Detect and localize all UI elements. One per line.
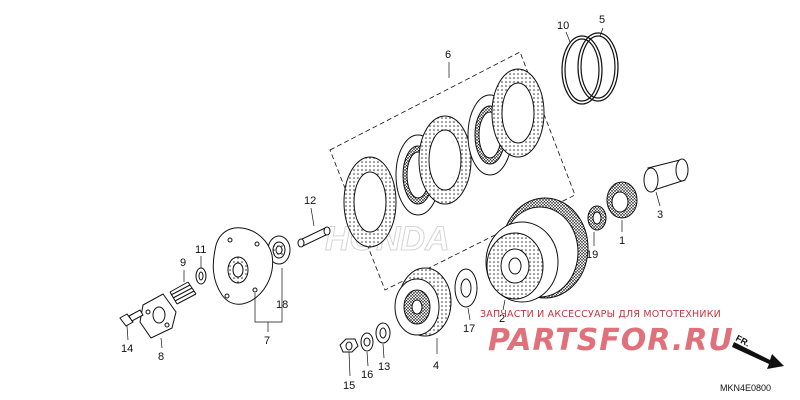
leader-line-12 [310, 207, 315, 227]
pressure-plate [212, 227, 274, 305]
callout-15: 15 [343, 380, 355, 392]
callout-4: 4 [433, 360, 439, 372]
drive-sprocket [606, 181, 638, 219]
callout-3: 3 [657, 209, 663, 221]
thrust-washer [454, 268, 478, 308]
callout-8: 8 [158, 351, 164, 363]
clutch-center [394, 267, 452, 337]
callout-12: 12 [304, 195, 316, 207]
callout-19: 19 [586, 249, 598, 261]
callout-14: 14 [121, 343, 133, 355]
clutch-plates [343, 68, 545, 248]
callout-10: 10 [557, 20, 569, 32]
lifter-rod [297, 226, 331, 248]
clutch-outer [485, 197, 589, 303]
callout-2: 2 [499, 313, 505, 325]
spring-washer [195, 267, 207, 285]
shop-logo: PARTSFOR.RU [488, 323, 734, 358]
callout-6: 6 [445, 49, 451, 61]
lifter-plate [139, 293, 177, 339]
nut-and-washers [339, 322, 391, 353]
flange-bolt [119, 309, 144, 327]
callout-1: 1 [619, 235, 625, 247]
front-direction-arrow: FR. [732, 333, 784, 369]
callout-9: 9 [180, 257, 186, 269]
leader-line-10 [565, 31, 571, 43]
wire-rings [561, 32, 619, 105]
clutch-spring [169, 281, 197, 305]
needle-bearing [587, 205, 607, 231]
leader-line-5 [599, 27, 604, 37]
collar [643, 158, 689, 193]
callout-13: 13 [378, 361, 390, 373]
callout-16: 16 [361, 369, 373, 381]
callout-7: 7 [264, 335, 270, 347]
callout-17: 17 [463, 323, 475, 335]
leader-bracket-7-18 [254, 268, 283, 332]
leader-lines [126, 191, 661, 377]
shop-tagline: ЗАПЧАСТИ И АКСЕССУАРЫ ДЛЯ МОТОТЕХНИКИ [480, 309, 721, 320]
callout-5: 5 [599, 14, 605, 26]
diagram-code: MKN4E0800 [720, 383, 771, 393]
callout-11: 11 [195, 244, 206, 256]
lifter-bearing [267, 235, 291, 265]
callout-18: 18 [276, 299, 288, 311]
